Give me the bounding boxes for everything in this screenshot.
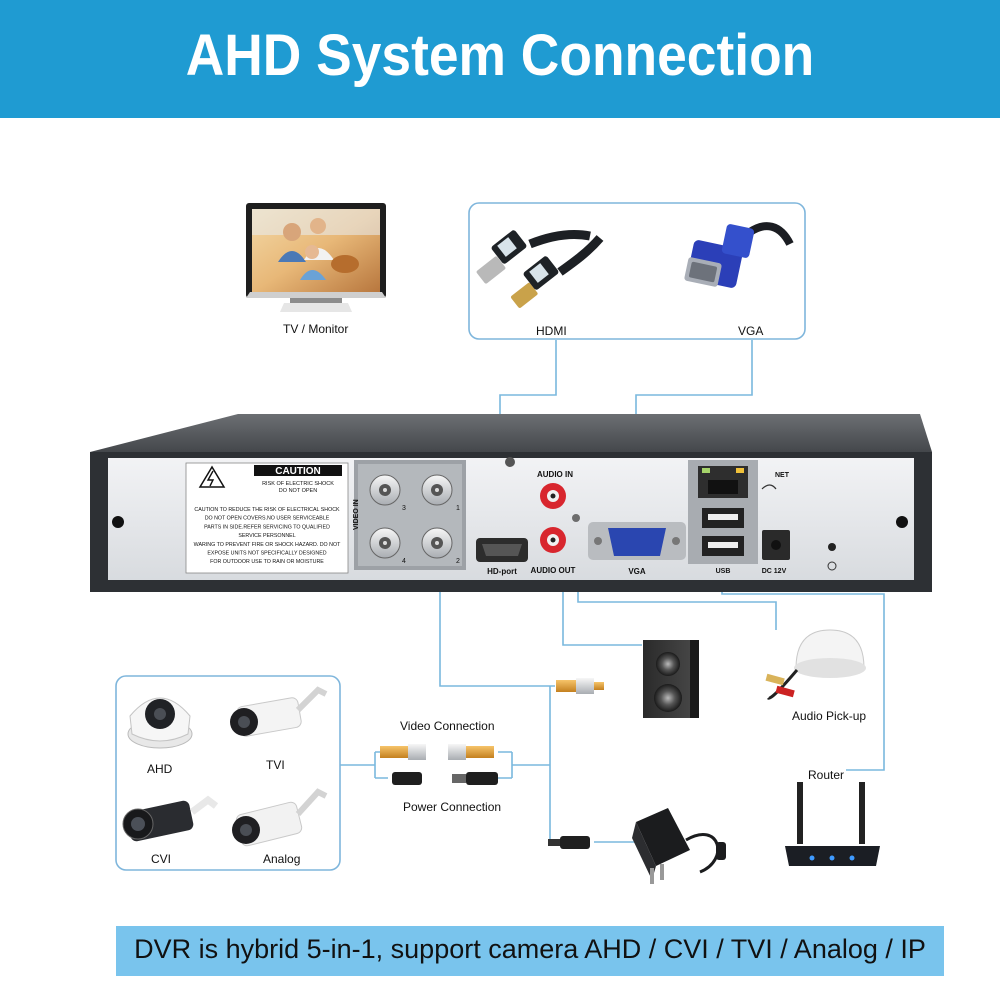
caution-warning-text: CAUTION TO REDUCE THE RISK OF ELECTRICAL… <box>194 507 341 565</box>
hdmi-label: HDMI <box>536 324 567 338</box>
speaker-icon <box>643 640 699 718</box>
tvi-bullet-camera-icon <box>230 686 328 737</box>
tv-monitor <box>246 203 386 312</box>
trunk-wire <box>549 686 560 843</box>
cvi-bullet-camera-icon <box>122 795 219 842</box>
power-connector-icon <box>548 836 590 849</box>
caution-subtitle-1: RISK OF ELECTRIC SHOCK <box>262 481 334 487</box>
hdmi-cable-icon <box>476 229 604 308</box>
footer-banner: DVR is hybrid 5-in-1, support camera AHD… <box>116 926 944 976</box>
channel-3-label: 3 <box>402 505 406 512</box>
dvr-recorder <box>90 414 932 592</box>
caution-warning-line: SERVICE PERSONNEL <box>238 533 295 539</box>
caution-warning-line: EXPOSE UNITS NOT SPECIFICALLY DESIGNED <box>207 551 326 557</box>
vga-port-label: VGA <box>628 567 646 576</box>
tv-monitor-label: TV / Monitor <box>283 322 349 336</box>
caution-subtitle-2: DO NOT OPEN <box>279 488 317 494</box>
video-in-label: VIDEO IN <box>353 499 360 530</box>
display-cables-box <box>468 202 806 340</box>
channel-4-label: 4 <box>402 558 406 565</box>
ahd-label: AHD <box>147 762 173 776</box>
page-title: AHD System Connection <box>185 23 815 88</box>
footer-text: DVR is hybrid 5-in-1, support camera AHD… <box>134 934 926 964</box>
video-wire <box>439 582 555 687</box>
video-connector-icon <box>556 678 604 694</box>
video-connection-icon <box>380 744 494 760</box>
power-connection-icon <box>392 772 498 785</box>
audio-pickup-label: Audio Pick-up <box>792 709 867 723</box>
dc-label: DC 12V <box>762 568 787 575</box>
caution-warning-line: WARING TO PREVENT FIRE OR SHOCK HAZARD. … <box>194 542 341 548</box>
caution-warning-line: DO NOT OPEN COVERS.NO USER SERVICEABLE <box>205 516 330 522</box>
router-icon <box>785 782 880 866</box>
cvi-label: CVI <box>151 852 172 866</box>
channel-2-label: 2 <box>456 558 460 565</box>
audio-in-label: AUDIO IN <box>537 470 573 479</box>
analog-label: Analog <box>263 852 301 866</box>
bnc-connectors <box>369 474 453 559</box>
tvi-label: TVI <box>266 758 285 772</box>
vga-label: VGA <box>738 324 764 338</box>
video-connection-label: Video Connection <box>400 719 495 733</box>
microphone-pickup-icon <box>765 629 866 700</box>
power-branch <box>498 751 550 779</box>
caution-warning-line: PARTS IN SIDE.REFER SERVICING TO QUALIFI… <box>204 524 330 530</box>
channel-1-label: 1 <box>456 505 460 512</box>
power-adapter-icon <box>632 808 726 884</box>
caution-warning-line: CAUTION TO REDUCE THE RISK OF ELECTRICAL… <box>194 507 340 513</box>
net-label: NET <box>775 472 790 479</box>
vga-cable-icon <box>684 222 794 288</box>
router-label: Router <box>808 768 845 782</box>
caution-warning-line: FOR OUTDOOR USE TO RAIN OR MOISTURE <box>210 559 324 565</box>
analog-bullet-camera-icon <box>232 788 328 847</box>
usb-label: USB <box>716 568 731 575</box>
hd-port-label: HD-port <box>487 567 517 576</box>
power-connection-label: Power Connection <box>403 800 502 814</box>
audio-out-label: AUDIO OUT <box>531 566 576 575</box>
ahd-dome-camera-icon <box>127 697 193 749</box>
camera-types-box <box>115 675 341 871</box>
title-banner: AHD System Connection <box>0 0 1000 118</box>
caution-title: CAUTION <box>275 466 321 477</box>
